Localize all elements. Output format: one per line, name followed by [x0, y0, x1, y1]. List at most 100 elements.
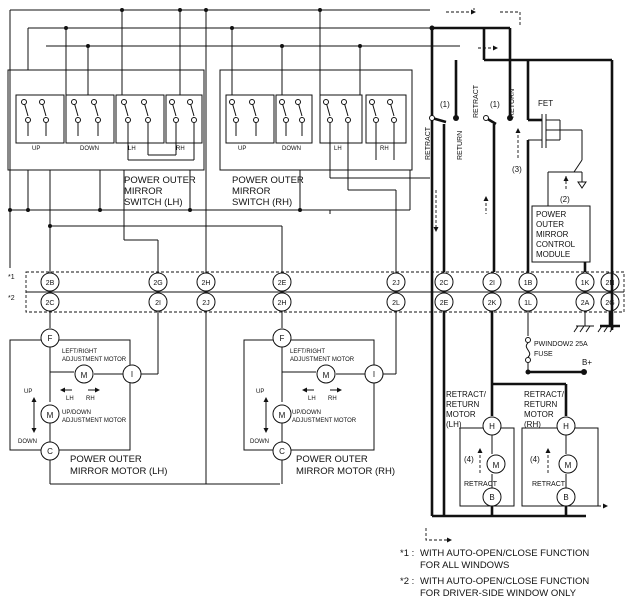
switch-rh-name-line1: POWER OUTER: [232, 175, 304, 186]
retract-rh-line2: RETURN: [524, 400, 558, 409]
retract-rh-retract-label: RETRACT: [532, 481, 566, 488]
connector-row-1: 2B 2G 2H 2E 2J 2C 2I 1B 1K 2N: [40, 272, 620, 292]
mirror-lh-terminal-i: I: [131, 370, 133, 379]
connector-pin: 2N: [606, 280, 615, 287]
mirror-rh-up-label: UP: [256, 389, 264, 395]
note-1-line1: WITH AUTO-OPEN/CLOSE FUNCTION: [420, 548, 589, 559]
switch-rh-rh-label: RH: [380, 146, 389, 152]
mirror-rh-terminal-i: I: [373, 370, 375, 379]
retract-return-motor-lh: RETRACT/ RETURN MOTOR (LH) H M B (4) RET…: [446, 390, 515, 516]
mirror-lh-lr-motor-line1: LEFT/RIGHT: [62, 349, 97, 355]
lower-right-circuit: B+ PWINDOW2 25A FUSE RETRACT/ RETURN MOT…: [442, 311, 620, 516]
connector-pin: 2B: [46, 280, 55, 287]
mirror-rh-name-line1: POWER OUTER: [296, 454, 368, 465]
connector-pin: 1K: [581, 280, 590, 287]
connector-pin: 2J: [392, 280, 399, 287]
relay-right-retract-label: RETRACT: [473, 84, 480, 118]
control-module-line3: MIRROR: [536, 230, 569, 239]
switch-lh-name-line3: SWITCH (LH): [124, 197, 183, 208]
retract-rh-terminal-b: B: [563, 493, 568, 502]
relay-1-right-mark: (1): [490, 100, 500, 109]
mirror-rh-down-label: DOWN: [250, 439, 269, 445]
connector-pin: 2E: [440, 300, 449, 307]
retract-lh-terminal-h: H: [489, 422, 495, 431]
mirror-lh-lr-motor-line2: ADJUSTMENT MOTOR: [62, 357, 127, 363]
connector-pin: 2C: [440, 280, 449, 287]
mirror-lh-ud-motor-symbol: M: [47, 411, 54, 420]
mirror-lh-ud-motor-line1: UP/DOWN: [62, 410, 91, 416]
connector-pin: 1L: [524, 300, 532, 307]
relay-left-retract-label: RETRACT: [425, 126, 432, 160]
power-outer-mirror-switch-rh: UP DOWN LH RH POWER OUTER MIRROR SWITCH …: [219, 69, 413, 208]
switch-lh-rh-label: RH: [176, 146, 185, 152]
switch-rh-down-label: DOWN: [282, 146, 301, 152]
connector-pin: 2K: [488, 300, 497, 307]
retract-rh-line3: MOTOR: [524, 410, 554, 419]
mark-3: (3): [512, 165, 522, 174]
connector-pin: 2A: [581, 300, 590, 307]
mirror-rh-ud-motor-line2: ADJUSTMENT MOTOR: [292, 418, 357, 424]
retract-relay-circuit: (1) (1) RETRACT RETURN RETRACT RETURN FE…: [425, 8, 614, 543]
switch-lh-down-label: DOWN: [80, 146, 99, 152]
control-module-line4: CONTROL: [536, 240, 576, 249]
retract-rh-line4: (RH): [524, 420, 541, 429]
relay-left-return-label: RETURN: [457, 131, 464, 160]
connector-pin: 2I: [155, 300, 161, 307]
retract-rh-motor-symbol: M: [565, 461, 572, 470]
mirror-lh-rh-label: RH: [86, 396, 95, 402]
note-1-marker: *1 :: [400, 548, 414, 559]
mirror-rh-lh-label: LH: [308, 396, 316, 402]
power-outer-mirror-motor-rh: F M I LEFT/RIGHT ADJUSTMENT MOTOR LH RH …: [243, 311, 397, 484]
connector-pin: 2I: [489, 280, 495, 287]
fuse-line2: FUSE: [534, 351, 553, 358]
mirror-rh-rh-label: RH: [328, 396, 337, 402]
mirror-lh-lh-label: LH: [66, 396, 74, 402]
mirror-rh-ud-motor-symbol: M: [279, 411, 286, 420]
mirror-lh-terminal-f: F: [48, 334, 53, 343]
mirror-rh-lr-motor-symbol: M: [323, 371, 330, 380]
mark-2: (2): [560, 195, 570, 204]
connector-pin: 2H: [202, 280, 211, 287]
relay-right-return-label: RETURN: [509, 89, 516, 118]
control-module-line2: OUTER: [536, 220, 564, 229]
battery-label: B+: [582, 358, 592, 367]
note-2-marker: *2 :: [400, 576, 414, 587]
power-outer-mirror-motor-lh: F M I LEFT/RIGHT ADJUSTMENT MOTOR LH RH …: [9, 311, 280, 485]
switch-rh-name-line3: SWITCH (RH): [232, 197, 292, 208]
mirror-lh-ud-motor-line2: ADJUSTMENT MOTOR: [62, 418, 127, 424]
switch-lh-up-label: UP: [32, 146, 40, 152]
mirror-rh-ud-motor-line1: UP/DOWN: [292, 410, 321, 416]
mirror-rh-terminal-f: F: [280, 334, 285, 343]
retract-lh-line3: MOTOR: [446, 410, 476, 419]
retract-lh-mark-4: (4): [464, 455, 474, 464]
switch-lh-lh-label: LH: [128, 146, 136, 152]
mirror-rh-lr-motor-line1: LEFT/RIGHT: [290, 349, 325, 355]
retract-lh-line2: RETURN: [446, 400, 480, 409]
power-outer-mirror-switch-lh: UP DOWN LH RH POWER OUTER MIRROR SWITCH …: [7, 69, 205, 208]
connector-pin: 2J: [202, 300, 209, 307]
retract-lh-retract-label: RETRACT: [464, 481, 498, 488]
switch-lh-name-line1: POWER OUTER: [124, 175, 196, 186]
switch-contacts-lh: [21, 99, 197, 161]
mirror-rh-terminal-c: C: [279, 447, 285, 456]
retract-return-motor-rh: RETRACT/ RETURN MOTOR (RH) H M B (4) RET…: [521, 390, 599, 516]
control-module-line1: POWER: [536, 210, 566, 219]
connector-region: *1 *2 2B 2G 2H 2E 2J 2C 2I 1B 1K 2N 2C 2…: [8, 271, 625, 313]
retract-rh-mark-4: (4): [530, 455, 540, 464]
mirror-lh-up-label: UP: [24, 389, 32, 395]
control-module-line5: MODULE: [536, 250, 570, 259]
mirror-rh-name-line2: MIRROR MOTOR (RH): [296, 466, 395, 477]
note-2-line2: FOR DRIVER-SIDE WINDOW ONLY: [420, 588, 577, 599]
mirror-rh-lr-motor-line2: ADJUSTMENT MOTOR: [290, 357, 355, 363]
retract-lh-terminal-b: B: [489, 493, 494, 502]
note-1-line2: FOR ALL WINDOWS: [420, 560, 509, 571]
switch-rh-up-label: UP: [238, 146, 246, 152]
connector-pin: 2H: [278, 300, 287, 307]
switch-to-connector-wires: [8, 8, 430, 275]
retract-lh-line4: (LH): [446, 420, 462, 429]
connector-pin: 1B: [524, 280, 533, 287]
retract-lh-motor-symbol: M: [493, 461, 500, 470]
switch-rh-lh-label: LH: [334, 146, 342, 152]
